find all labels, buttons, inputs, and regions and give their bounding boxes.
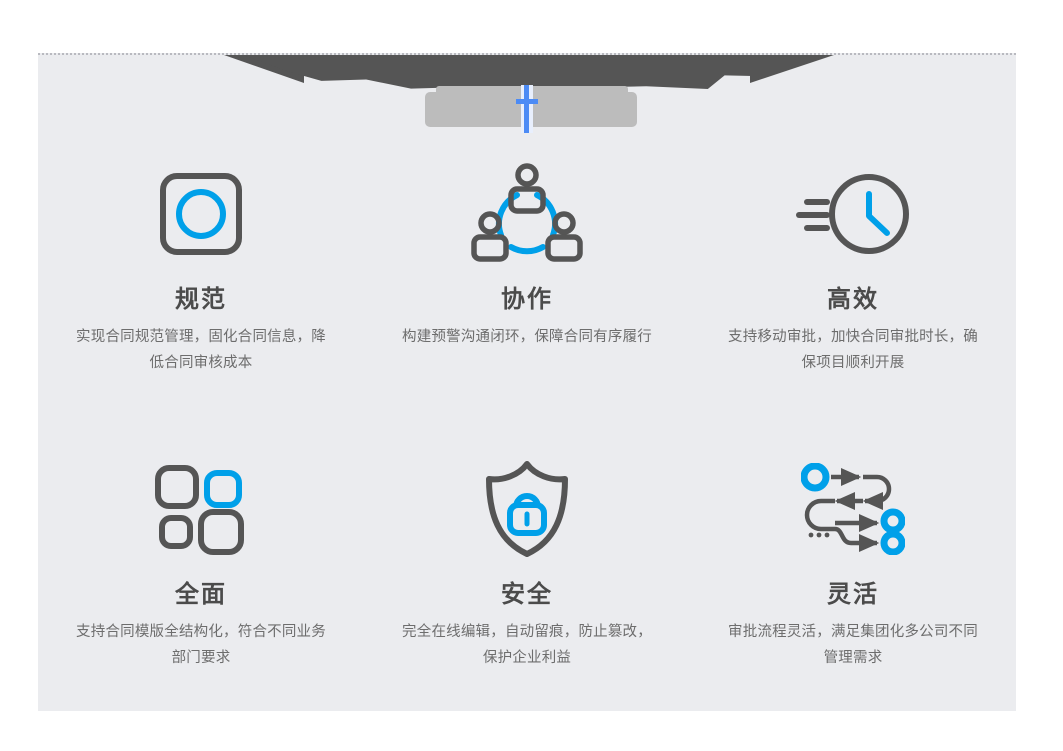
blurred-title-bar [425, 92, 637, 127]
feature-title: 灵活 [827, 581, 879, 608]
text-cursor-icon[interactable] [524, 85, 529, 133]
feature-card-flexible[interactable]: 灵活 审批流程灵活，满足集团化多公司不同管理需求 [690, 442, 1016, 737]
rounded-square-circle-icon [153, 155, 249, 273]
feature-card-standard[interactable]: 规范 实现合同规范管理，固化合同信息，降低合同审核成本 [38, 147, 364, 442]
feature-title: 协作 [501, 286, 553, 313]
feature-card-collaboration[interactable]: 协作 构建预警沟通闭环，保障合同有序履行 [364, 147, 690, 442]
feature-card-comprehensive[interactable]: 全面 支持合同模版全结构化，符合不同业务部门要求 [38, 442, 364, 737]
grid-blocks-icon [153, 450, 249, 568]
redaction-shape-main [243, 55, 803, 89]
redaction-shape-left [224, 55, 304, 83]
feature-title: 高效 [827, 286, 879, 313]
feature-description: 支持移动审批，加快合同审批时长，确保项目顺利开展 [728, 329, 978, 371]
feature-title: 规范 [175, 286, 227, 313]
text-cursor-crossbar-icon [516, 99, 538, 104]
feature-panel: 规范 实现合同规范管理，固化合同信息，降低合同审核成本 [38, 53, 1016, 711]
redaction-shape-right [750, 55, 834, 83]
feature-description: 支持合同模版全结构化，符合不同业务部门要求 [76, 624, 326, 666]
text-cursor-halo [521, 85, 533, 133]
shield-lock-icon [483, 450, 571, 568]
feature-card-efficiency[interactable]: 高效 支持移动审批，加快合同审批时长，确保项目顺利开展 [690, 147, 1016, 442]
fast-clock-icon [791, 155, 915, 273]
obscured-header-region [38, 55, 1016, 133]
feature-description: 完全在线编辑，自动留痕，防止篡改，保护企业利益 [402, 624, 652, 666]
feature-description: 构建预警沟通闭环，保障合同有序履行 [402, 329, 652, 346]
feature-title: 全面 [175, 581, 227, 608]
blurred-title-bar-top [436, 86, 628, 98]
flexible-workflow-icon [801, 450, 905, 568]
collaboration-people-icon [471, 155, 583, 273]
feature-card-security[interactable]: 安全 完全在线编辑，自动留痕，防止篡改，保护企业利益 [364, 442, 690, 737]
feature-description: 审批流程灵活，满足集团化多公司不同管理需求 [728, 624, 978, 666]
feature-description: 实现合同规范管理，固化合同信息，降低合同审核成本 [76, 329, 326, 371]
feature-title: 安全 [501, 581, 553, 608]
feature-grid: 规范 实现合同规范管理，固化合同信息，降低合同审核成本 [38, 147, 1016, 737]
